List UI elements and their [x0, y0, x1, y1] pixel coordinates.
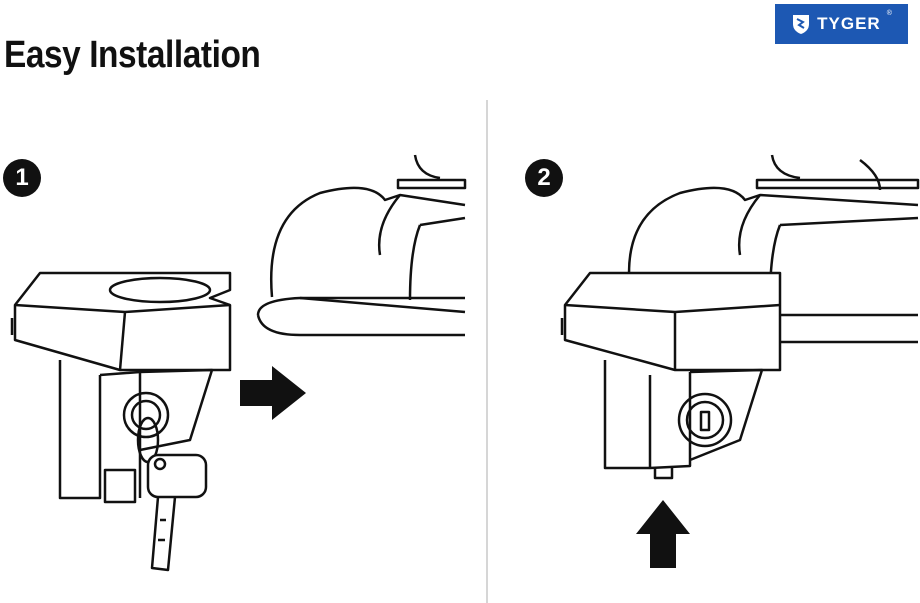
logo-text: TYGER [817, 14, 881, 33]
tyger-logo: TYGER ® [775, 4, 908, 44]
page-title: Easy Installation [4, 34, 261, 76]
ball-coupler-2 [627, 154, 920, 344]
tiger-shield-icon [793, 15, 810, 34]
arrow-up-icon [636, 500, 690, 568]
ball-coupler-1 [256, 154, 467, 337]
registered-mark: ® [886, 10, 892, 17]
divider [486, 100, 488, 603]
hitch-lock-installed [560, 271, 782, 480]
step-2-badge: 2 [525, 159, 563, 197]
step-1-badge: 1 [3, 159, 41, 197]
hitch-lock-with-key [10, 271, 232, 572]
arrow-right-icon [240, 366, 306, 420]
